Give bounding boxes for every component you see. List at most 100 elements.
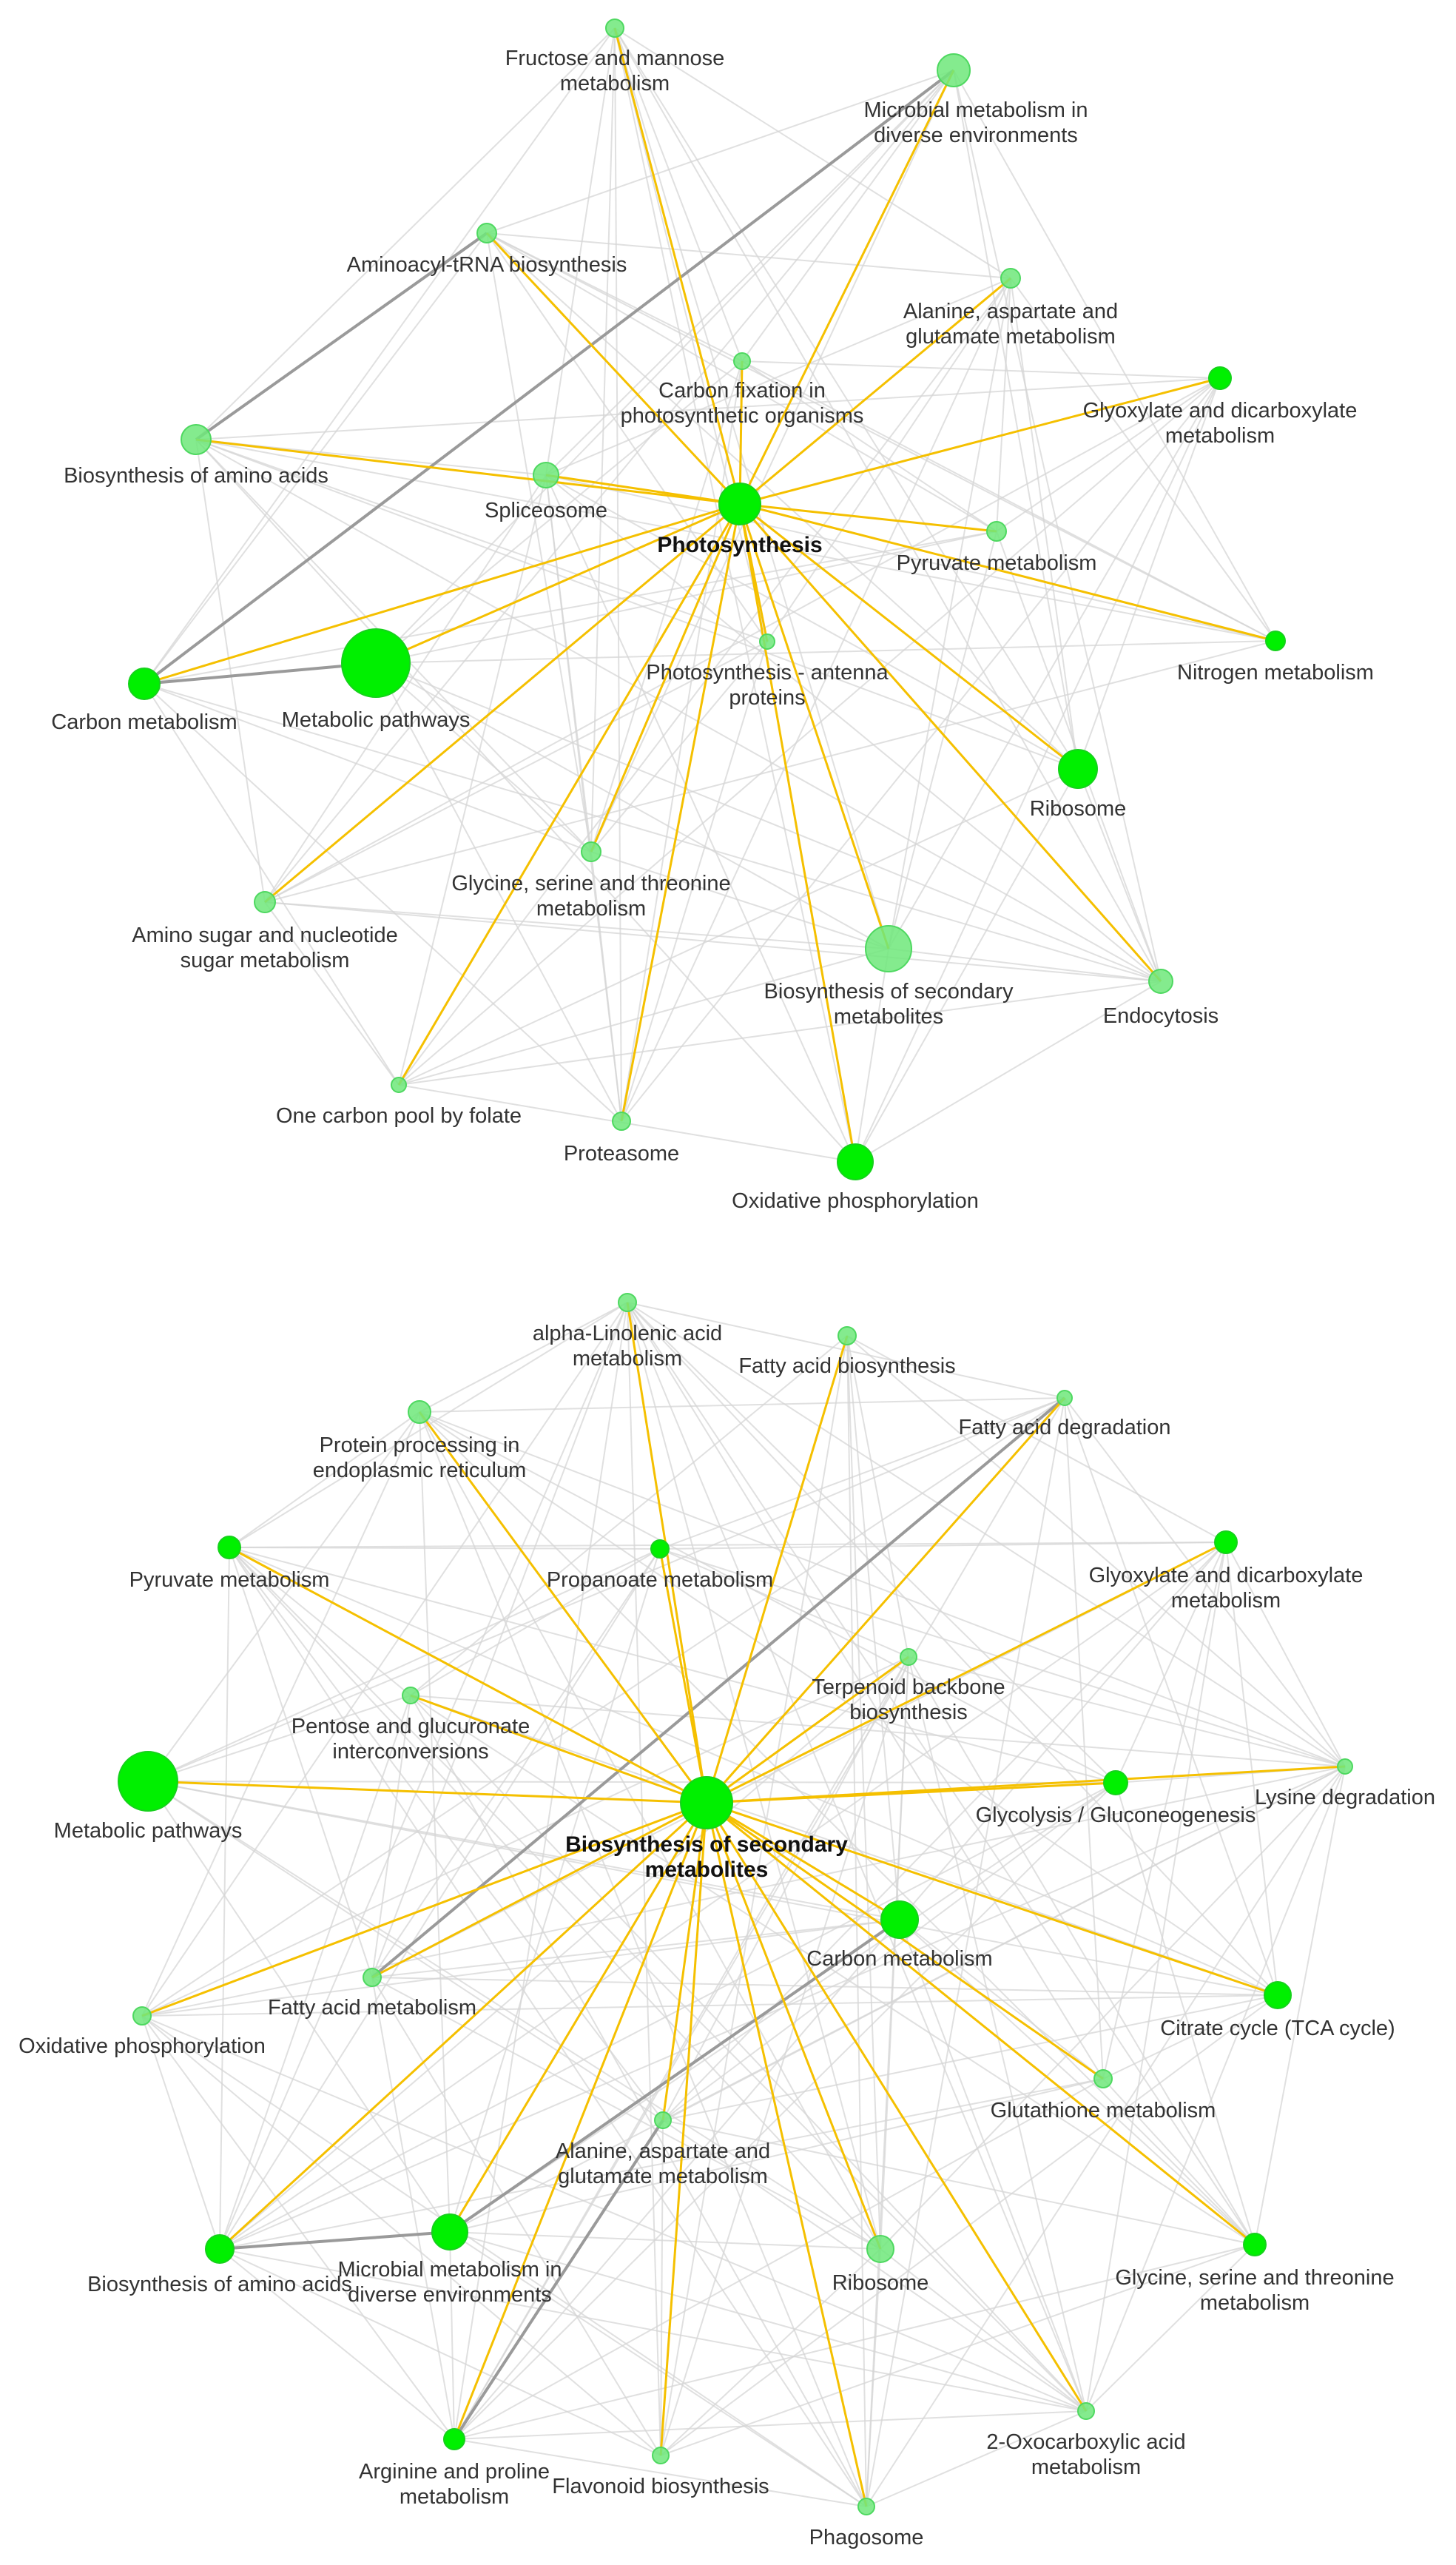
hub-edge-alanine <box>739 277 1011 505</box>
node-biosynaa[interactable] <box>181 424 212 455</box>
node-linolenic[interactable] <box>618 1293 637 1312</box>
edge-alanine-secondary <box>888 278 1011 949</box>
edge-glyoxylate-ribosome <box>1077 377 1221 770</box>
edge-biosynaa-arginine <box>219 2248 455 2440</box>
node-lysine[interactable] <box>1337 1758 1353 1775</box>
edge-terpenoid-oxphos <box>141 1656 909 2017</box>
node-oxocarb[interactable] <box>1077 2402 1095 2420</box>
node-propanoate[interactable] <box>650 1539 670 1559</box>
hub-edge-glyoxylate <box>739 377 1221 505</box>
node-metabolic[interactable] <box>341 628 411 698</box>
node-photosynthesis[interactable] <box>718 483 761 525</box>
node-glycine[interactable] <box>581 841 601 862</box>
node-tca[interactable] <box>1264 1981 1292 2009</box>
hub-edge-fructose <box>613 27 741 505</box>
edge-microbial-metabolic <box>375 70 954 664</box>
edge-propanoate-pentose <box>410 1548 661 1696</box>
hub-edge-biosynaa <box>195 438 741 505</box>
edge-fabio-ribosome <box>846 1335 881 2250</box>
node-ribosome[interactable] <box>866 2235 894 2263</box>
edge-pyruvate-glycolysis <box>229 1547 1116 1784</box>
node-flavonoid[interactable] <box>652 2447 670 2464</box>
edge-carbonmet-glycine <box>899 1919 1256 2245</box>
hub-edge-pyruvate <box>739 502 997 533</box>
node-fametab[interactable] <box>363 1968 382 1987</box>
node-ribosome[interactable] <box>1058 749 1098 789</box>
node-label-biosynaa: Biosynthesis of amino acids <box>87 2273 352 2296</box>
node-pyruvate[interactable] <box>986 521 1007 542</box>
node-alanine[interactable] <box>654 2111 672 2129</box>
edge-glycolysis-arginine <box>454 1782 1116 2440</box>
node-protproc[interactable] <box>408 1400 431 1424</box>
node-glycolysis[interactable] <box>1103 1770 1128 1795</box>
edge-strong-microbial-carbonmet <box>448 1918 901 2233</box>
node-antenna[interactable] <box>759 633 775 650</box>
hub-edge-flavonoid <box>659 1802 708 2456</box>
node-carbonmet[interactable] <box>880 1900 919 1939</box>
edge-pyruvate-carbonmet <box>144 531 997 685</box>
node-biosynaa[interactable] <box>205 2234 235 2264</box>
node-proteasome[interactable] <box>612 1112 631 1131</box>
node-pyruvate[interactable] <box>218 1536 241 1559</box>
edge-microbial-nitrogen <box>953 70 1276 642</box>
edge-fructose-glycine <box>590 27 616 853</box>
node-aminosugar[interactable] <box>254 891 276 913</box>
node-fructose[interactable] <box>605 19 624 38</box>
node-secondary[interactable] <box>865 925 912 972</box>
node-secondary[interactable] <box>680 1776 733 1829</box>
edge-glutathione-biosynaa <box>219 2078 1104 2250</box>
node-endocytosis[interactable] <box>1148 969 1173 994</box>
edge-pentose-oxocarb <box>410 1695 1087 2412</box>
edge-linolenic-lysine <box>627 1302 1346 1767</box>
hub-edge-terpenoid <box>706 1655 909 1804</box>
edge-pyruvate-alanine <box>229 1547 664 2121</box>
edge-pentose-biosynaa <box>219 1695 411 2250</box>
node-spliceosome[interactable] <box>533 462 559 488</box>
node-label-fadeg: Fatty acid degradation <box>959 1416 1171 1439</box>
node-oxphos[interactable] <box>837 1143 874 1180</box>
hub-edge-aminoacyl <box>485 232 741 505</box>
hub-edge-secondary <box>738 503 890 949</box>
node-label-fabio: Fatty acid biosynthesis <box>738 1354 955 1378</box>
node-arginine[interactable] <box>443 2428 465 2450</box>
edge-antenna-aminosugar <box>264 641 768 903</box>
edge-fadeg-lysine <box>1064 1397 1346 1767</box>
node-microbial[interactable] <box>937 53 971 87</box>
node-alanine[interactable] <box>1000 268 1021 289</box>
edge-fadeg-phagosome <box>866 1397 1065 2507</box>
edge-carbonmet-glutathione <box>899 1919 1104 2080</box>
hub-edge-carbonmet <box>144 502 741 685</box>
node-phagosome[interactable] <box>857 2498 875 2515</box>
edge-glyoxylate-carbonmet <box>899 1542 1227 1920</box>
hub-edge-tca <box>706 1801 1278 1997</box>
edge-biosynaa-endocytosis <box>195 439 1162 982</box>
node-metabolic[interactable] <box>118 1751 178 1812</box>
node-nitrogen[interactable] <box>1265 631 1286 651</box>
edge-microbial-glycine <box>590 70 954 853</box>
edge-linolenic-oxocarb <box>627 1302 1087 2412</box>
node-glyoxylate[interactable] <box>1214 1530 1238 1554</box>
node-carbonmet[interactable] <box>128 668 161 700</box>
hub-edge-glycine <box>706 1801 1256 2246</box>
node-oxphos[interactable] <box>132 2006 152 2026</box>
node-microbial[interactable] <box>431 2213 468 2250</box>
node-onecarbon[interactable] <box>391 1077 407 1093</box>
node-glycine[interactable] <box>1243 2233 1267 2256</box>
edge-aminoacyl-nitrogen <box>486 232 1276 642</box>
node-terpenoid[interactable] <box>900 1648 917 1666</box>
node-carbonfix[interactable] <box>733 352 751 370</box>
node-glyoxylate[interactable] <box>1208 366 1232 390</box>
node-fabio[interactable] <box>837 1326 857 1345</box>
edge-linolenic-glycine <box>627 1302 1256 2245</box>
edge-fadeg-tca <box>1064 1397 1278 1996</box>
node-pentose[interactable] <box>402 1687 419 1704</box>
node-fadeg[interactable] <box>1056 1390 1073 1406</box>
edge-terpenoid-glycine <box>908 1656 1256 2245</box>
edge-ribosome-onecarbon <box>398 768 1079 1086</box>
edge-linolenic-glycolysis <box>627 1302 1116 1784</box>
node-glutathione[interactable] <box>1093 2069 1113 2088</box>
edge-microbial-ribosome <box>953 70 1079 770</box>
node-aminoacyl[interactable] <box>476 223 497 243</box>
